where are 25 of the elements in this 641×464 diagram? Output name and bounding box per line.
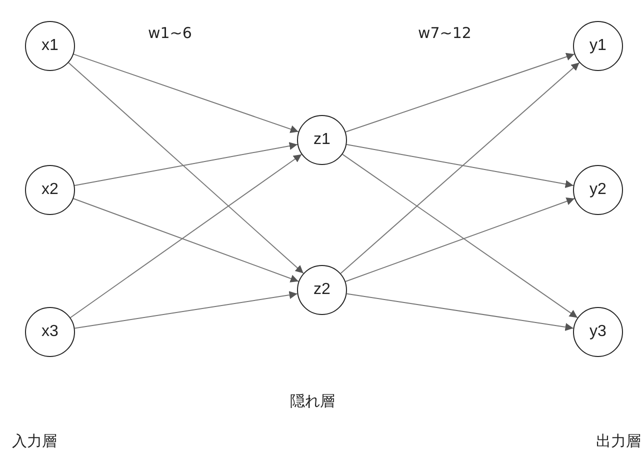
neuron-circle: x3 — [25, 307, 75, 357]
weight-label: w1~6 — [148, 24, 192, 42]
arrow — [68, 62, 304, 274]
arrow — [346, 293, 574, 331]
neuron-circle: y1 — [573, 21, 623, 71]
arrow — [346, 144, 574, 188]
arrow — [73, 198, 299, 282]
neuron-circle: x1 — [25, 21, 75, 71]
arrow — [73, 54, 299, 133]
arrow — [74, 142, 298, 186]
arrow — [74, 291, 298, 329]
layer-label: 隠れ層 — [290, 392, 335, 411]
weight-label: w7~12 — [418, 24, 472, 42]
neuron-circle: x2 — [25, 165, 75, 215]
arrow — [342, 154, 578, 318]
neuron-circle: y2 — [573, 165, 623, 215]
neuron-circle: z2 — [297, 265, 347, 315]
arrow — [345, 197, 575, 282]
arrow — [345, 52, 575, 132]
arrow — [70, 154, 302, 318]
neuron-circle: z1 — [297, 115, 347, 165]
layer-label: 入力層 — [12, 432, 57, 451]
layer-label: 出力層 — [596, 432, 641, 451]
neuron-circle: y3 — [573, 307, 623, 357]
arrow — [340, 62, 580, 274]
